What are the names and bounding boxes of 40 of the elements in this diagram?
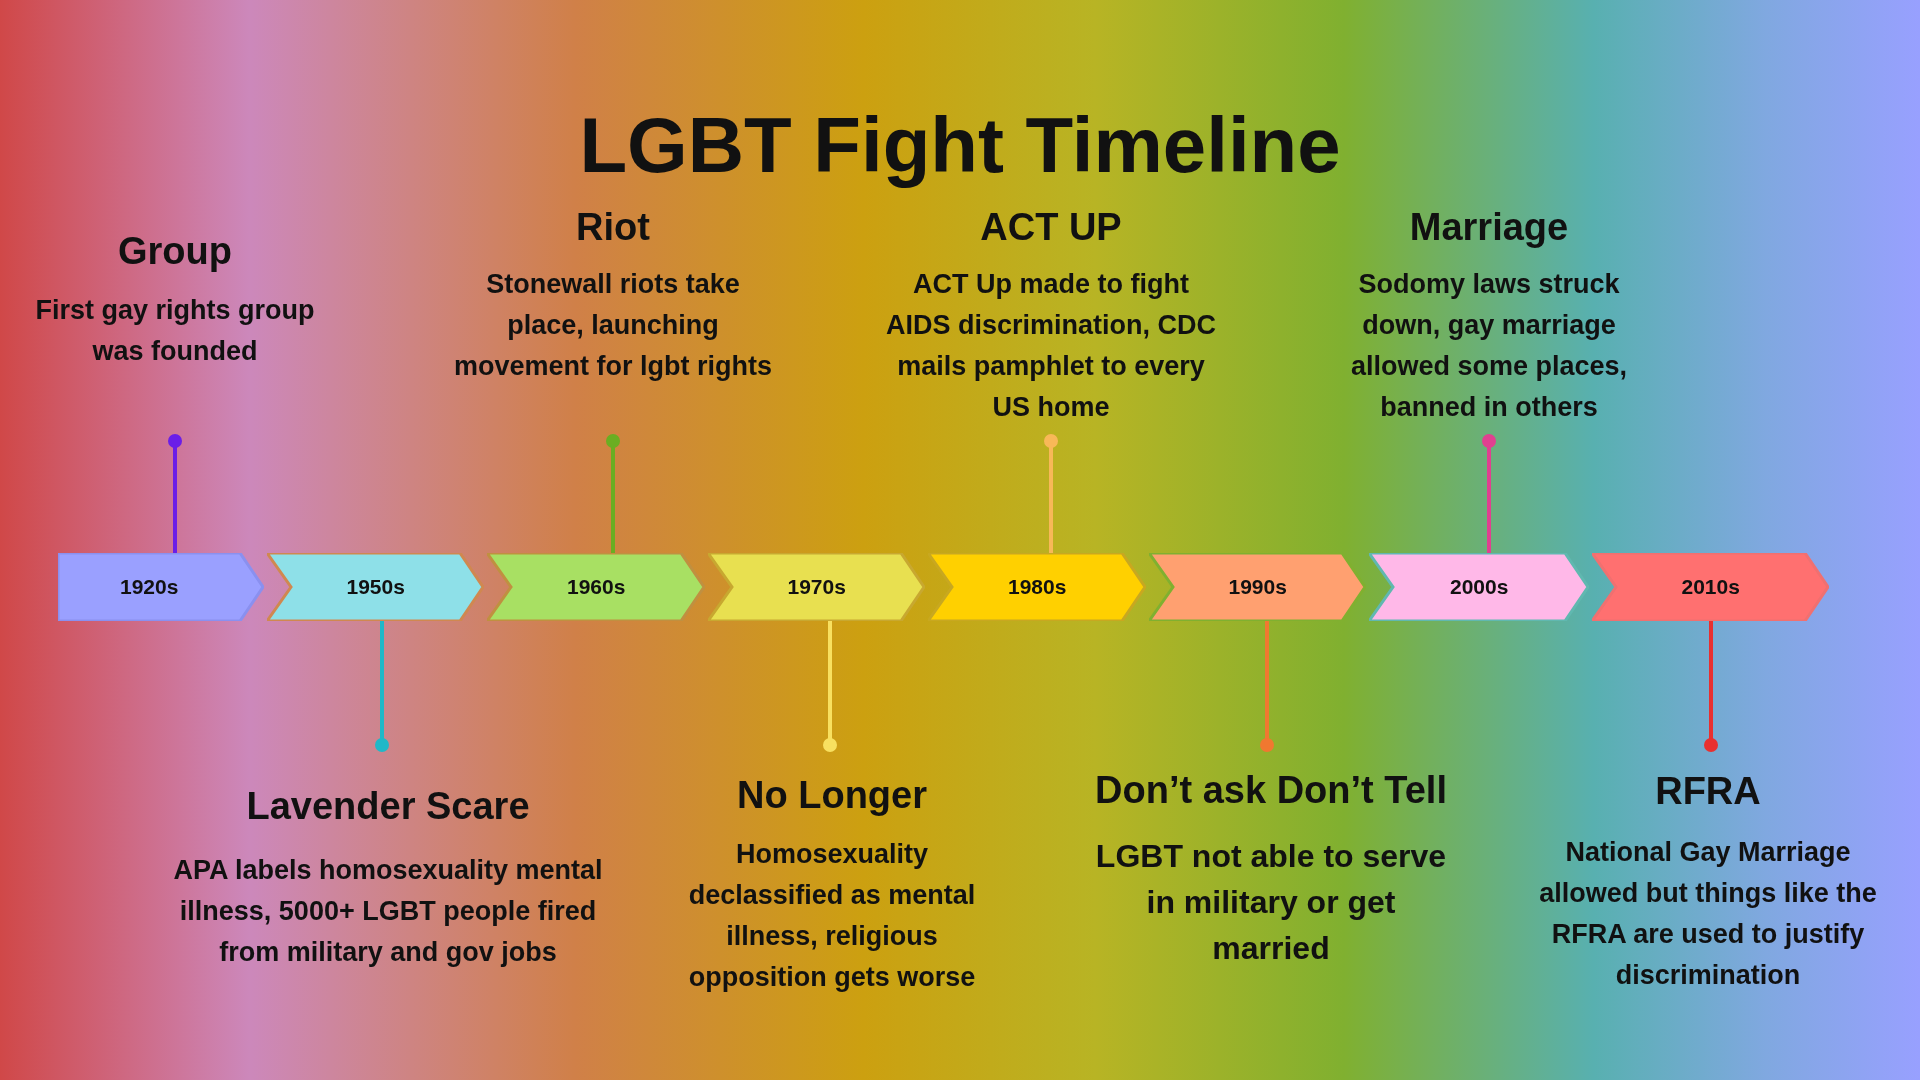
- year-label: 1980s: [1008, 574, 1067, 600]
- event-title: Don’t ask Don’t Tell: [1095, 768, 1447, 813]
- timeline-segment: [1592, 553, 1829, 621]
- event-description: LGBT not able to serve in military or get married: [1094, 837, 1448, 968]
- event-description: National Gay Marriage allowed but things like the RFRA are used to justify discrimination: [1538, 836, 1878, 992]
- year-label: 1920s: [120, 574, 179, 600]
- year-label: 1950s: [346, 574, 405, 600]
- pin-line: [375, 621, 389, 752]
- timeline-segment: [1149, 553, 1366, 621]
- timeline-segment: [708, 553, 925, 621]
- event-description: First gay rights group was founded: [34, 294, 316, 368]
- event-description: APA labels homosexuality mental illness, 5000+ LGBT people fired from military and gov jobs: [172, 854, 604, 969]
- event-title: RFRA: [1655, 769, 1761, 814]
- event-description: ACT Up made to fight AIDS discrimination, CDC mails pamphlet to every US home: [884, 268, 1217, 424]
- pin-line: [1044, 434, 1058, 553]
- year-label: 2010s: [1681, 574, 1740, 600]
- pin-line: [1482, 434, 1496, 553]
- event-title: Riot: [576, 205, 650, 250]
- pin-line: [1260, 621, 1274, 752]
- event-title: No Longer: [737, 773, 927, 818]
- pin-line: [823, 621, 837, 752]
- pin-line: [606, 434, 620, 553]
- pin-line: [168, 434, 182, 553]
- event-title: Marriage: [1409, 205, 1569, 250]
- pin-line: [1704, 621, 1718, 752]
- timeline-segment: [58, 553, 264, 621]
- year-label: 2000s: [1450, 574, 1509, 600]
- event-description: Sodomy laws struck down, gay marriage allowed some places, banned in others: [1349, 268, 1629, 424]
- year-label: 1960s: [567, 574, 626, 600]
- year-label: 1970s: [787, 574, 846, 600]
- year-label: 1990s: [1228, 574, 1287, 600]
- timeline-segment: [928, 553, 1146, 621]
- timeline-segment: [487, 553, 705, 621]
- event-title: Lavender Scare: [246, 784, 530, 829]
- event-description: Stonewall riots take place, launching movement for lgbt rights: [453, 268, 773, 383]
- event-description: Homosexuality declassified as mental illness, religious opposition gets worse: [687, 838, 977, 994]
- event-title: ACT UP: [980, 205, 1122, 250]
- event-title: Group: [118, 229, 232, 274]
- diagram-title: LGBT Fight Timeline: [578, 100, 1342, 190]
- timeline-segment: [267, 553, 484, 621]
